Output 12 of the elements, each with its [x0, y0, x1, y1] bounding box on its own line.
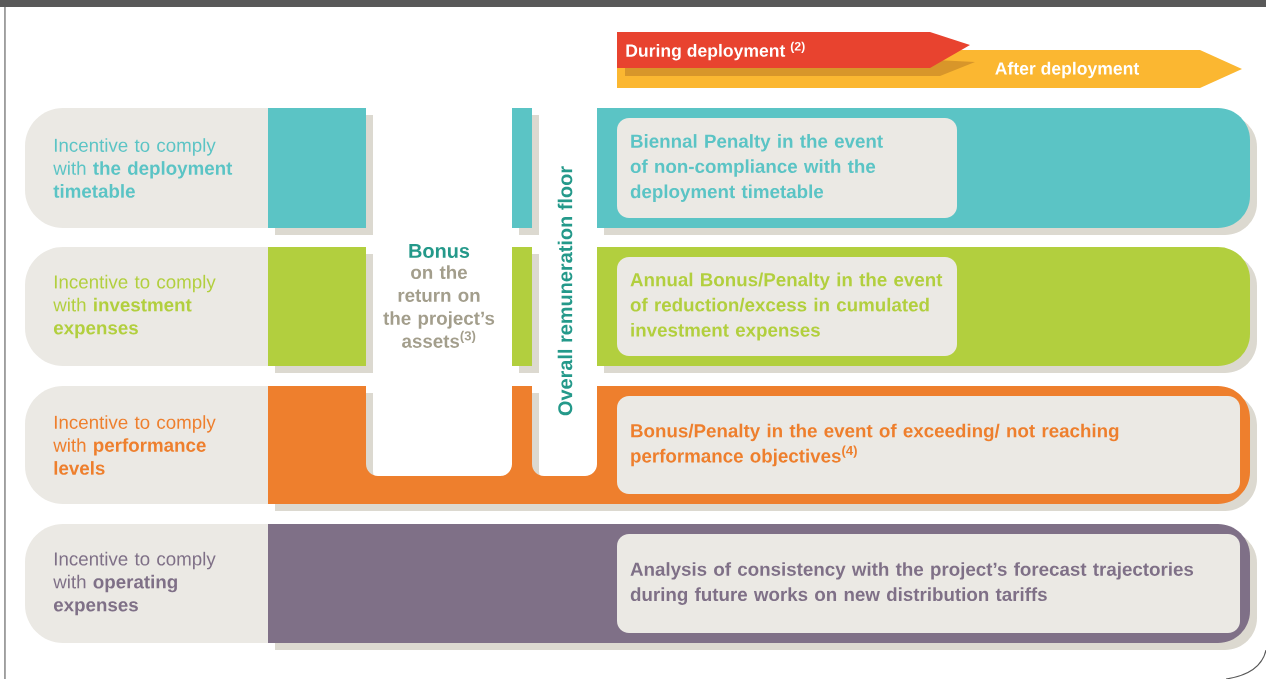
label: Bonus	[409, 244, 470, 258]
category-box: Incentive to comply with performance levels	[25, 386, 268, 504]
description-box: Annual Bonus/Penalty in the event of reduction/excess in cumulated investment expenses	[617, 257, 957, 356]
description-box: Analysis of consistency with the project’s forecast trajectories during future works on new distribution tariffs	[617, 534, 1240, 633]
description-box: Bonus/Penalty in the event of exceeding/ not reaching performance objectives$^{(4)}$	[617, 396, 1240, 494]
category-box: Incentive to comply with investment expenses	[25, 247, 268, 366]
category-box: Incentive to comply with the deployment timetable	[25, 108, 268, 228]
category-box: Incentive to comply with operating expenses	[25, 524, 268, 643]
phase-banner: During deployment $^{(2)}$	[617, 32, 975, 76]
vertical-label: Overall remuneration floor	[557, 166, 573, 416]
label: on the return on the project’s assets$^{(3)}$	[383, 265, 495, 348]
description-box: Biennal Penalty in the event of non-compliance with the deployment timetable	[617, 118, 957, 218]
